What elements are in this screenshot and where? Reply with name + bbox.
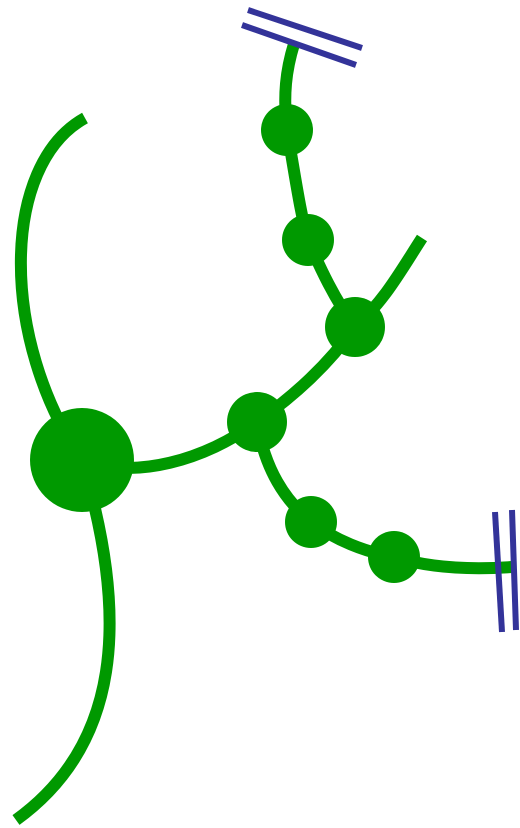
- network-nodes: [30, 104, 420, 583]
- root-node: [30, 408, 134, 512]
- top-terminal-bar-2: [241, 22, 357, 68]
- right-terminal-bar-1: [492, 511, 505, 633]
- branch-upper-left: [14, 112, 89, 464]
- right-terminal: [492, 509, 519, 633]
- upper-node-2: [261, 104, 313, 156]
- lower-node-2: [368, 531, 420, 583]
- junction-node-b: [325, 297, 385, 357]
- top-terminal: [241, 7, 363, 68]
- right-terminal-bar-2: [509, 509, 519, 631]
- lower-node-1: [285, 496, 337, 548]
- junction-node-a: [227, 392, 287, 452]
- top-terminal-bar-1: [247, 7, 363, 51]
- branch-junction-b-to-top-terminal: [279, 42, 360, 331]
- branch-bottom: [12, 458, 116, 825]
- upper-node-1: [282, 214, 334, 266]
- branch-junction-a-to-right-terminal: [251, 420, 513, 575]
